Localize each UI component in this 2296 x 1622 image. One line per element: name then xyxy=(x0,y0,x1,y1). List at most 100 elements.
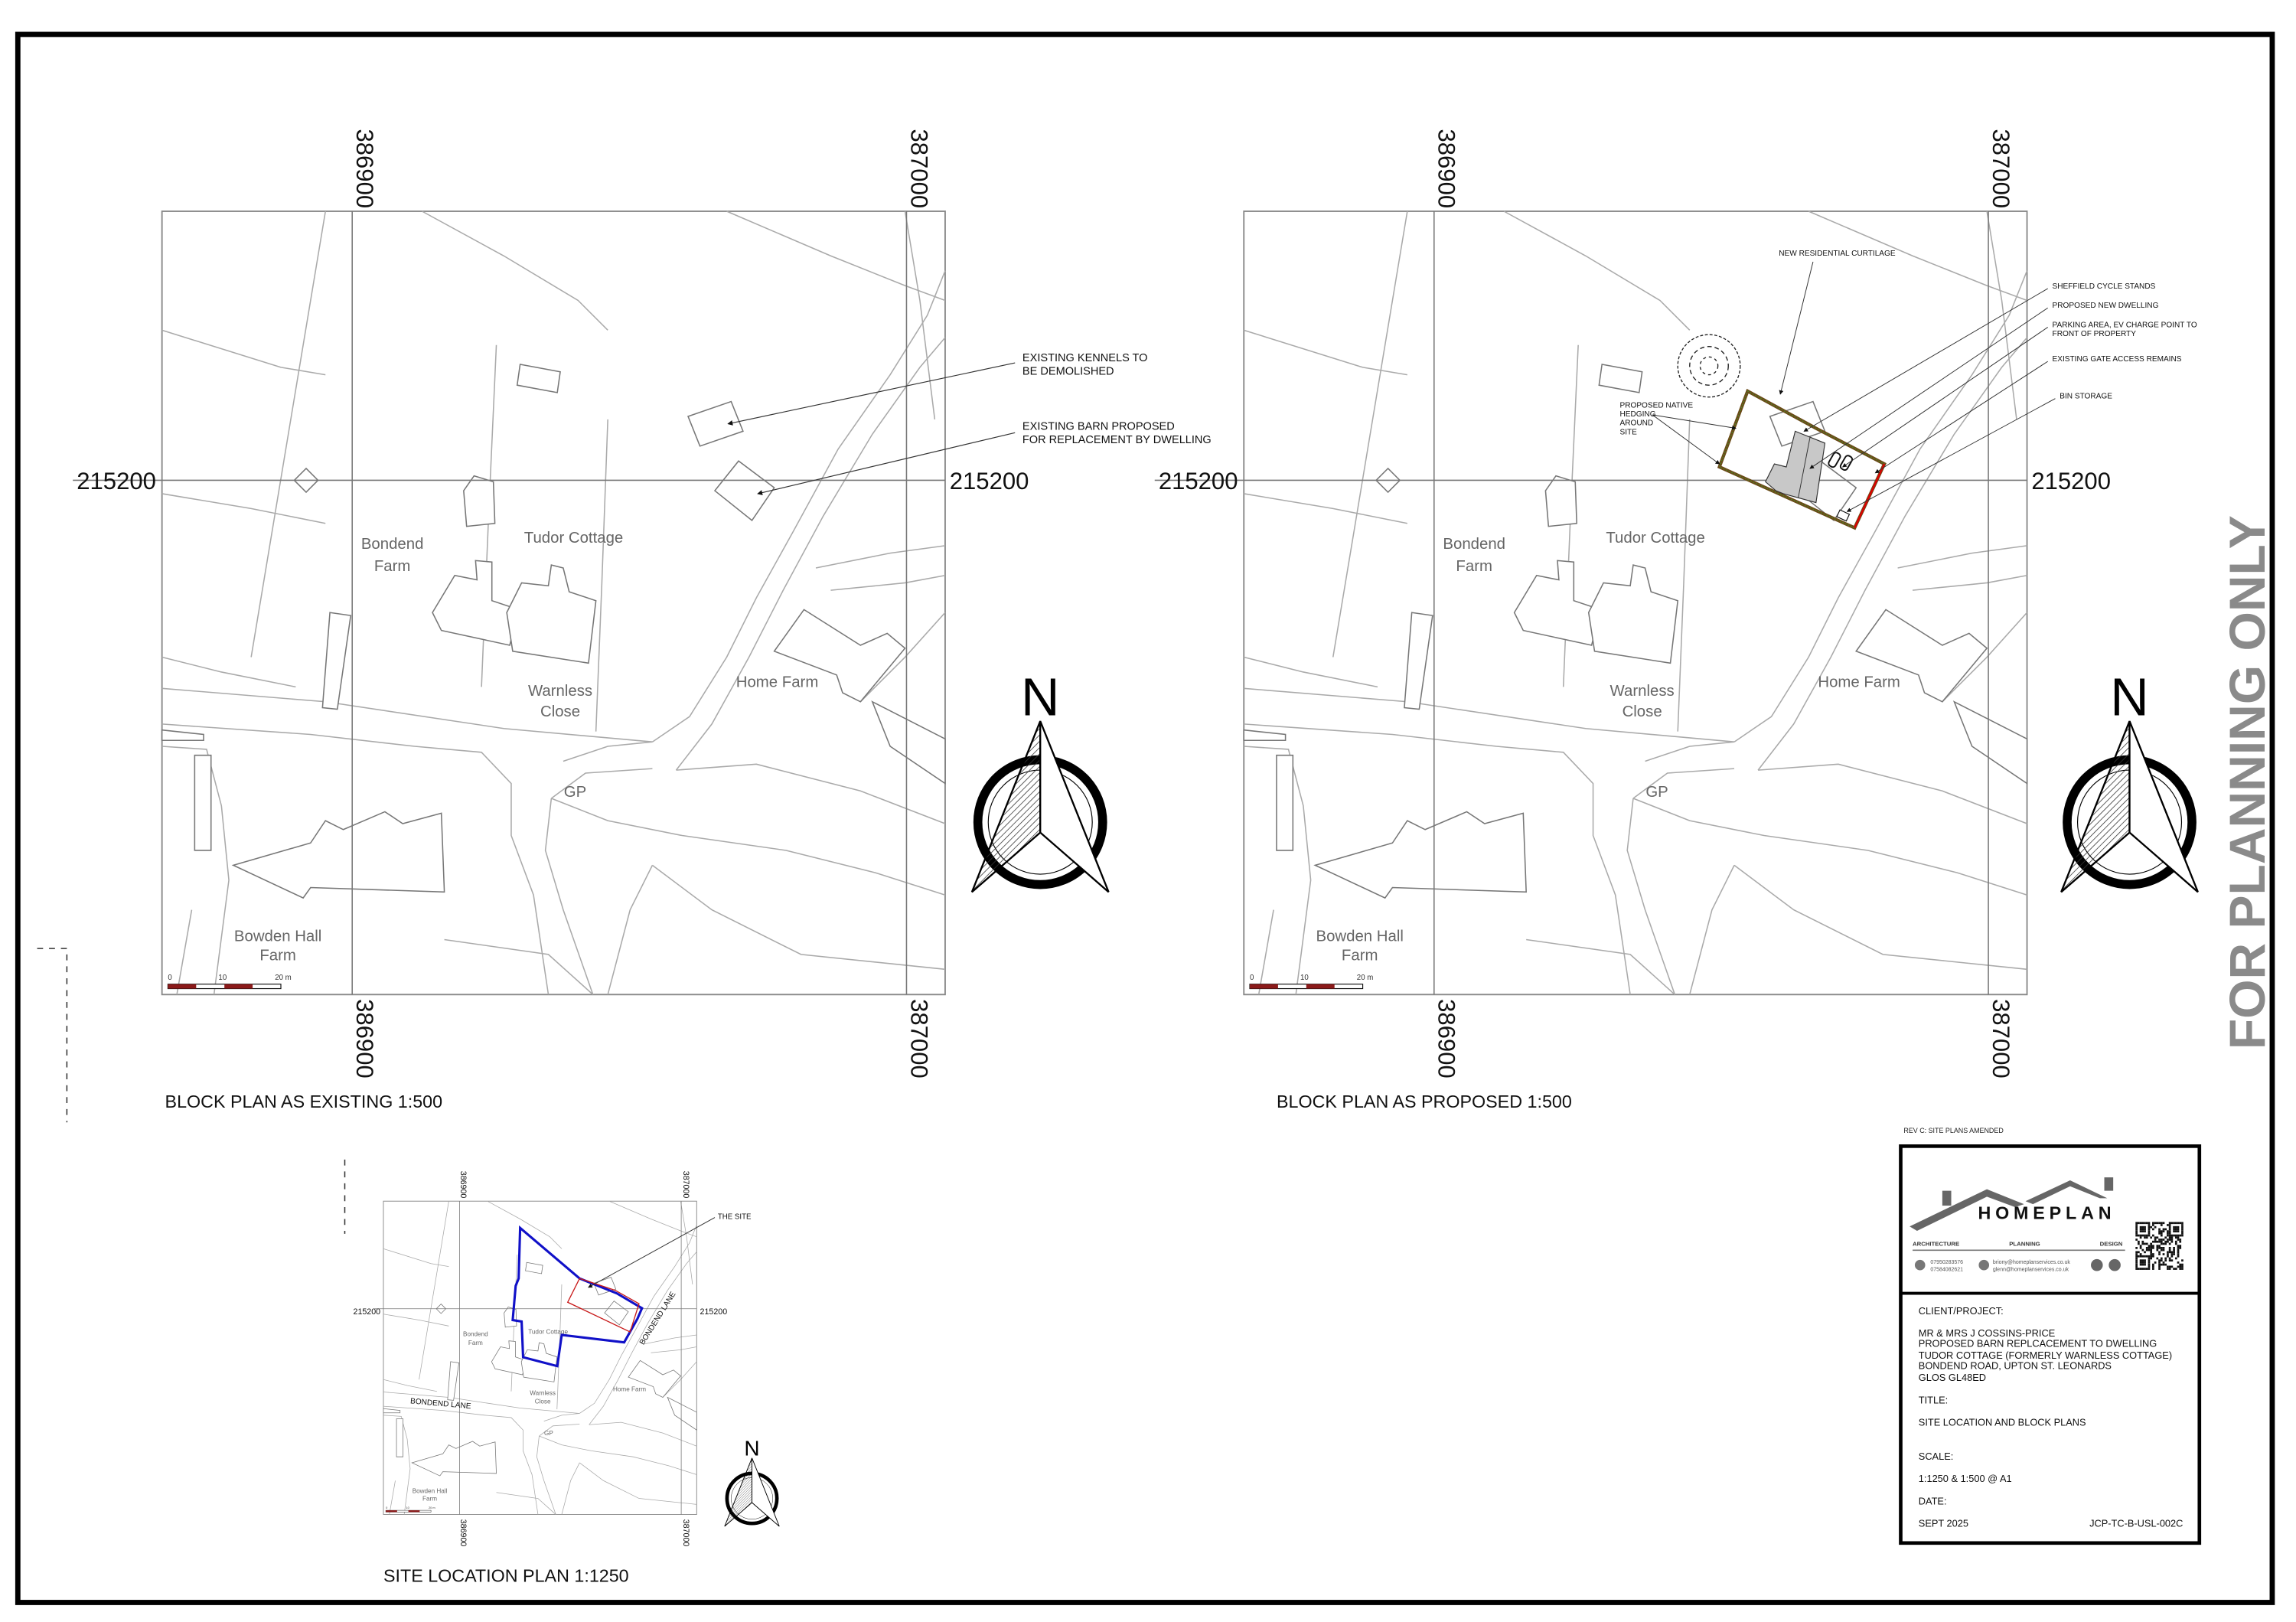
map-place-label: Farm xyxy=(422,1496,437,1503)
map-boundary-line xyxy=(383,1314,449,1327)
map-building xyxy=(1598,364,1643,393)
email-2: glenn@homeplanservices.co.uk xyxy=(1993,1267,2069,1272)
map-building xyxy=(1243,729,1287,742)
map-place-label: Bondend xyxy=(463,1331,488,1338)
note-bin: BIN STORAGE xyxy=(2060,393,2112,401)
leader-parking xyxy=(1841,327,2049,468)
map-boundary-line xyxy=(1912,574,2027,591)
scale-bar-label: 10 xyxy=(1300,974,1309,982)
leader-dwelling xyxy=(1809,307,2048,469)
leader-bin xyxy=(1846,398,2056,512)
map-building xyxy=(161,729,204,742)
map-boundary-line xyxy=(1626,798,1676,995)
easting-label-bottom-1: 386900 xyxy=(1433,999,1460,1079)
plan-title-proposed: BLOCK PLAN AS PROPOSED 1:500 xyxy=(1277,1092,1572,1111)
map-place-label: GP xyxy=(1645,784,1668,801)
map-boundary-line xyxy=(444,938,594,995)
map-building xyxy=(1513,560,1602,646)
map-boundary-line xyxy=(1526,938,1675,995)
map-building xyxy=(871,700,946,785)
phone-1: 07950283576 xyxy=(1930,1260,1963,1265)
scale-bar-label: 0 xyxy=(1250,974,1254,982)
map-boundary-line xyxy=(543,1413,580,1421)
bin-storage xyxy=(1836,509,1851,522)
map-boundary-line xyxy=(904,211,936,419)
map-building xyxy=(773,609,906,703)
client-line-3: TUDOR COTTAGE (FORMERLY WARNLESS COTTAGE… xyxy=(1919,1349,2172,1361)
map-building xyxy=(525,1261,543,1274)
brand-name: HOMEPLAN xyxy=(1978,1203,2115,1223)
note-hedging-1: PROPOSED NATIVE xyxy=(1620,401,1694,410)
phone-icon xyxy=(1914,1259,1926,1271)
scale-bar-label: 20 m xyxy=(429,1506,435,1509)
map-boundary-line xyxy=(544,798,594,995)
leader-cycle xyxy=(1803,288,2048,432)
map-place-label: Tudor Cottage xyxy=(528,1328,568,1335)
easting-label-top-2: 387000 xyxy=(681,1171,690,1199)
map-building xyxy=(1544,475,1577,527)
easting-label-top-2: 387000 xyxy=(1988,129,2014,209)
note-barn-1: EXISTING BARN PROPOSED xyxy=(1022,420,1175,432)
map-building xyxy=(667,1396,697,1431)
trig-point-marker xyxy=(435,1304,447,1314)
ownership-boundary-blue xyxy=(511,1225,644,1368)
note-kennels-2: BE DEMOLISHED xyxy=(1022,366,1114,378)
map-boundary-line xyxy=(250,211,327,658)
map-boundary-line xyxy=(539,1424,580,1437)
map-place-label: Farm xyxy=(1456,558,1492,575)
map-boundary-line xyxy=(651,864,946,971)
leader-hedging-2 xyxy=(1652,414,1720,465)
map-boundary-line xyxy=(161,746,230,995)
map-boundary-line xyxy=(662,1361,697,1398)
map-place-label: Home Farm xyxy=(736,674,819,690)
map-boundary-line xyxy=(551,798,946,896)
map-boundary-line xyxy=(1757,337,2028,771)
house-roof-icon xyxy=(1910,1177,2114,1232)
map-building xyxy=(1276,754,1294,851)
map-boundary-line xyxy=(579,1462,697,1505)
facebook-icon xyxy=(2091,1258,2103,1271)
map-place-label: Close xyxy=(1623,703,1662,720)
client-line-1: MR & MRS J COSSINS-PRICE xyxy=(1919,1327,2055,1339)
north-arrow-site: N xyxy=(724,1437,780,1527)
map-boundary-line xyxy=(539,1435,697,1475)
easting-label-top-1: 386900 xyxy=(351,129,378,209)
map-boundary-line xyxy=(176,909,193,995)
map-boundary-line xyxy=(1677,419,1691,732)
map-building xyxy=(432,560,520,646)
homeplan-logo: HOMEPLAN ARCHITECTURE PLANNING DESIGN 07… xyxy=(1910,1177,2183,1272)
north-arrow-proposed: N xyxy=(2060,667,2199,893)
map-boundary-line xyxy=(651,1346,697,1353)
email-1: briony@homeplanservices.co.uk xyxy=(1993,1260,2071,1265)
map-building xyxy=(463,475,496,527)
map-boundary-line xyxy=(680,1201,693,1284)
map-boundary-line xyxy=(161,656,296,688)
proposed-dwelling xyxy=(1765,430,1826,504)
map-boundary-line xyxy=(389,1480,396,1515)
map-boundary-line xyxy=(595,419,608,732)
northing-label-left: 215200 xyxy=(354,1307,381,1317)
map-boundary-line xyxy=(815,545,946,569)
map-boundary-line xyxy=(563,741,653,762)
map-boundary-line xyxy=(1942,612,2028,703)
map-boundary-line xyxy=(1733,864,2027,971)
service-architecture: ARCHITECTURE xyxy=(1913,1240,1959,1247)
map-boundary-line xyxy=(859,612,946,703)
map-building xyxy=(194,754,212,851)
northing-label-right: 215200 xyxy=(950,468,1029,494)
map-place-label: Bowden Hall xyxy=(1316,928,1404,945)
northing-label-left: 215200 xyxy=(77,468,156,494)
map-boundary-line xyxy=(607,865,654,995)
scale-label: SCALE: xyxy=(1919,1451,1954,1462)
map-place-label: Close xyxy=(540,703,580,720)
northing-label-left: 215200 xyxy=(1159,468,1238,494)
phone-2: 07584082621 xyxy=(1930,1267,1963,1272)
planning-watermark: FOR PLANNING ONLY xyxy=(2219,515,2275,1049)
note-kennels-1: EXISTING KENNELS TO xyxy=(1022,352,1148,364)
note-parking-1: PARKING AREA, EV CHARGE POINT TO xyxy=(2053,321,2197,329)
map-boundary-line xyxy=(1645,741,1735,762)
